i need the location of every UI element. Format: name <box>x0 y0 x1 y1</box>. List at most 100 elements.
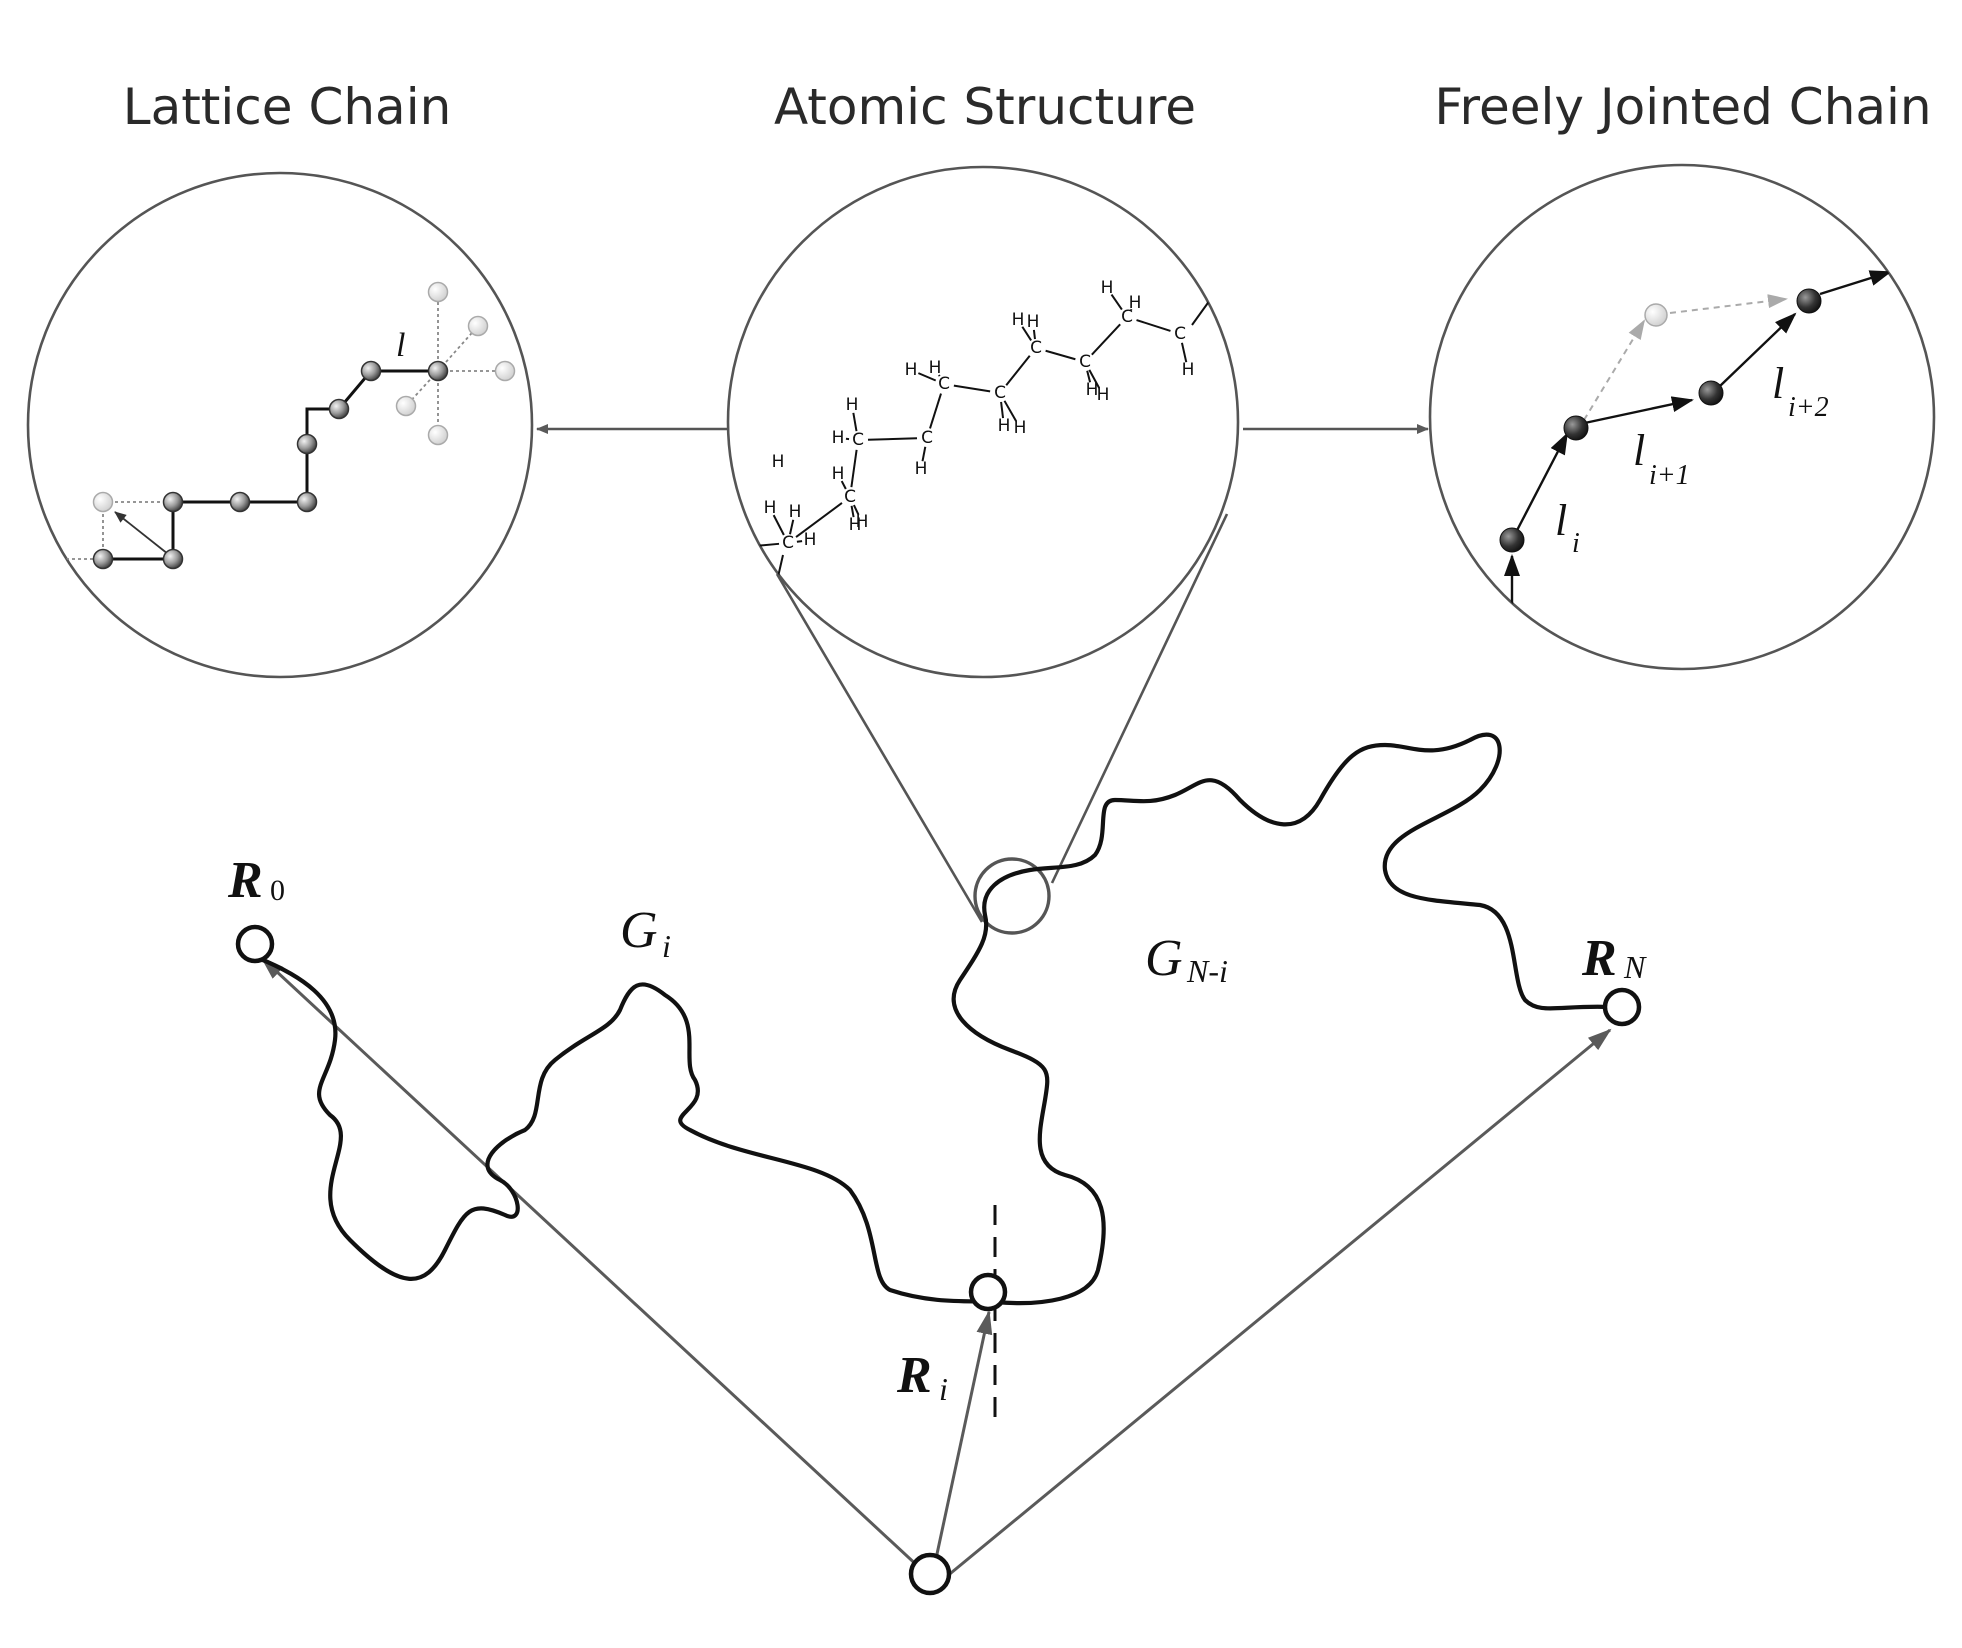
carbon-atom: C <box>921 428 933 448</box>
carbon-atom: C <box>1174 324 1186 344</box>
label-RN-sub: N <box>1623 949 1647 985</box>
molecule-bond <box>929 393 942 429</box>
hydrogen-atom: H <box>727 538 740 558</box>
hydrogen-atom: H <box>849 515 862 535</box>
molecule-bond <box>1136 319 1171 332</box>
hydrogen-atom: H <box>905 360 918 380</box>
molecule-bond <box>850 449 858 488</box>
label-GNi: G N-i <box>1145 930 1228 989</box>
node-origin <box>908 1552 952 1596</box>
vector-RN <box>939 1028 1612 1584</box>
molecule-bond <box>1003 400 1017 422</box>
carbon-atom: C <box>1030 338 1042 358</box>
bond-label-li1-sub: i+1 <box>1649 460 1690 491</box>
molecule-bond <box>789 519 795 535</box>
label-Ri-sub: i <box>939 1371 948 1407</box>
hydrogen-atom: H <box>846 395 859 415</box>
label-R0: R 0 <box>227 852 285 909</box>
carbon-atom: C <box>782 533 794 553</box>
bond-label-li2-base: l <box>1772 359 1784 408</box>
lattice-bond-label: l <box>396 327 405 364</box>
hydrogen-atom: H <box>764 498 777 518</box>
label-Gi-base: G <box>620 902 658 959</box>
node-RN <box>1602 987 1642 1027</box>
hydrogen-atom: H <box>1101 278 1114 298</box>
node-Ri <box>968 1272 1008 1312</box>
hydrogen-atom: H <box>804 530 817 550</box>
molecule-bond <box>1191 299 1211 326</box>
bond-label-li-base: l <box>1555 496 1567 545</box>
hydrogen-atom: H <box>789 502 802 522</box>
carbon-atom: C <box>844 487 856 507</box>
molecule-bond <box>1086 370 1092 383</box>
hydrogen-atom: H <box>832 464 845 484</box>
bond-label-li2: l i+2 <box>1772 359 1829 423</box>
bond-label-li-sub: i <box>1572 528 1580 559</box>
label-GNi-base: G <box>1145 930 1183 987</box>
bond-label-li1: l i+1 <box>1633 426 1690 491</box>
molecule-bond <box>1091 323 1121 356</box>
atomic-circle <box>726 165 1240 679</box>
lattice-circle <box>26 171 534 679</box>
molecule-bond <box>1000 401 1005 419</box>
hydrogen-atom: H <box>832 428 845 448</box>
molecule-bond <box>772 514 785 536</box>
hydrogen-atom: H <box>1027 312 1040 332</box>
carbon-atom: C <box>938 374 950 394</box>
hydrogen-atom: H <box>1012 310 1025 330</box>
freely-jointed-chain-panel: l i l i+1 l i+2 <box>1428 163 1936 671</box>
vector-R0 <box>260 956 937 1584</box>
bond-label-li1-base: l <box>1633 426 1645 475</box>
polymer-chain <box>255 732 1613 1306</box>
bond-label-li2-sub: i+2 <box>1788 392 1829 423</box>
hydrogen-atom: H <box>1097 385 1110 405</box>
zoom-circle <box>973 857 1051 935</box>
hydrogen-atom: H <box>929 358 942 378</box>
zoom-cone <box>775 513 1229 935</box>
label-Ri: R i <box>896 1347 948 1407</box>
position-vectors <box>260 956 1612 1584</box>
molecule-bond <box>921 446 927 462</box>
title-atomic-structure: Atomic Structure <box>773 78 1197 136</box>
hydrogen-atom: H <box>998 416 1011 436</box>
title-lattice-chain: Lattice Chain <box>122 78 452 136</box>
label-GNi-sub: N-i <box>1186 953 1228 989</box>
hydrogen-atom: H <box>915 459 928 479</box>
molecule-bond <box>850 505 855 518</box>
molecule-bond <box>1180 342 1188 363</box>
carbon-atom: C <box>1079 352 1091 372</box>
molecule-bond <box>1045 349 1076 361</box>
hydrogen-atom: H <box>1014 418 1027 438</box>
vector-Ri <box>932 1310 993 1569</box>
title-freely-jointed-chain: Freely Jointed Chain <box>1434 78 1932 136</box>
lattice-chain-panel: l <box>26 171 534 679</box>
hydrogen-atom: H <box>772 452 785 472</box>
hydrogen-atom: H <box>1086 380 1099 400</box>
hydrogen-atom: H <box>1182 360 1195 380</box>
molecule-bond <box>1005 355 1031 386</box>
label-RN-base: R <box>1581 930 1617 987</box>
molecule-bond <box>917 372 937 382</box>
molecule-bond <box>1032 329 1036 340</box>
molecule-bond <box>867 437 918 441</box>
label-R0-sub: 0 <box>270 874 285 907</box>
fjc-circle <box>1428 163 1936 671</box>
chain-nodes <box>235 924 1642 1596</box>
label-Ri-base: R <box>896 1347 932 1404</box>
node-R0 <box>235 924 275 964</box>
molecule-bond <box>953 384 991 393</box>
molecule-bond <box>796 540 803 543</box>
hydrogen-atom: H <box>856 512 869 532</box>
label-R0-base: R <box>227 852 263 909</box>
bond-label-li: l i <box>1555 496 1580 559</box>
carbon-atom: C <box>994 383 1006 403</box>
molecule-bond <box>852 412 858 432</box>
label-Gi: G i <box>620 902 671 964</box>
carbon-atom: C <box>1121 307 1133 327</box>
molecule-bond <box>840 480 847 490</box>
molecule-bond <box>795 502 843 538</box>
molecule-bond <box>852 504 860 516</box>
molecule-bond <box>1021 326 1032 341</box>
